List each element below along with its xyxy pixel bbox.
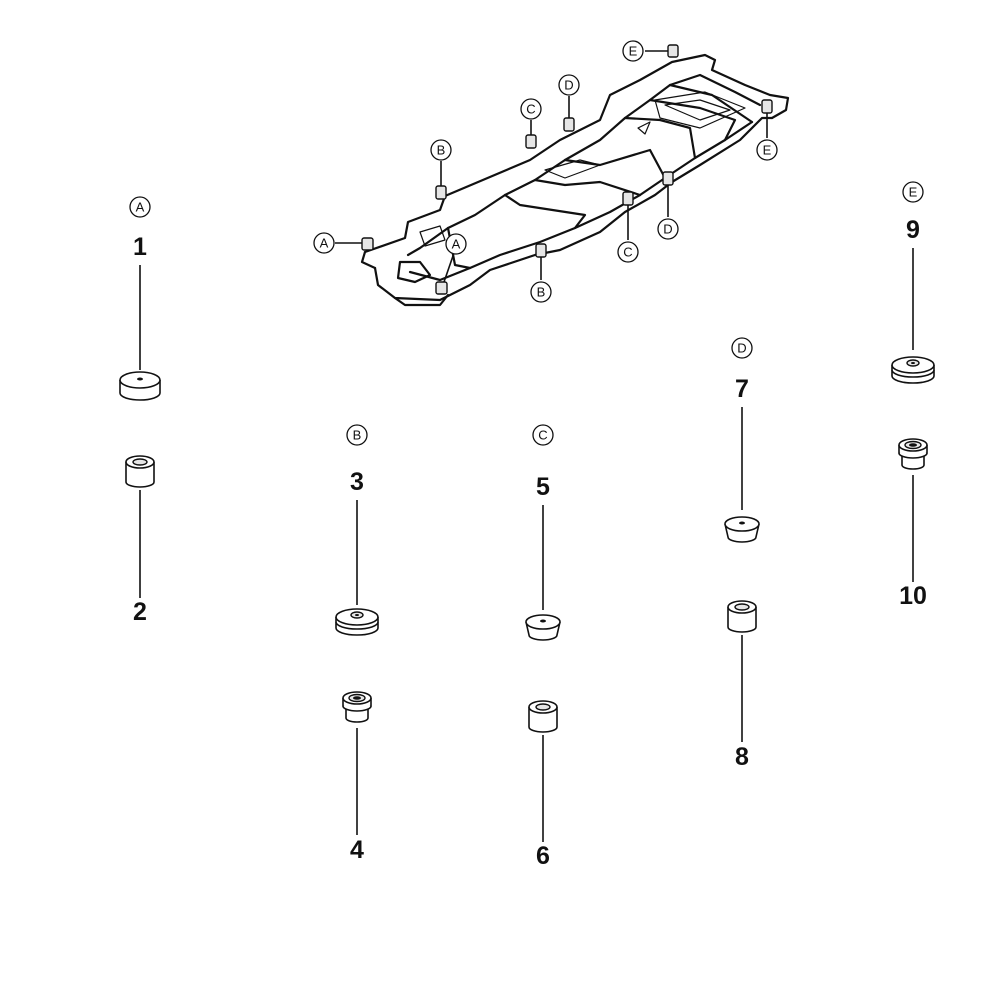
upper-cushion-icon <box>724 516 760 543</box>
mount-point-icon <box>525 134 537 149</box>
svg-text:E: E <box>909 185 918 200</box>
frame-callout-c: C <box>617 241 639 263</box>
svg-text:B: B <box>437 143 446 158</box>
frame-callout-b: B <box>530 281 552 303</box>
group-b: B 3 4 <box>335 424 379 864</box>
svg-text:A: A <box>452 237 461 252</box>
svg-text:D: D <box>564 78 573 93</box>
svg-text:D: D <box>737 341 746 356</box>
frame-callout-d: D <box>657 218 679 240</box>
frame-callout-a: A <box>445 233 467 255</box>
group-letter: C <box>532 424 554 446</box>
mount-point-icon <box>435 281 448 295</box>
lower-cushion-icon <box>727 600 757 633</box>
lower-cushion-icon <box>528 700 558 733</box>
group-c: C 5 6 <box>525 424 561 870</box>
part-number: 3 <box>350 468 364 496</box>
frame-callout-leaders <box>335 50 768 283</box>
svg-text:D: D <box>663 222 672 237</box>
part-number: 8 <box>735 743 749 771</box>
svg-text:E: E <box>629 44 638 59</box>
chassis-frame-icon <box>360 53 790 307</box>
group-e: E 9 10 <box>891 181 935 610</box>
svg-text:C: C <box>623 245 632 260</box>
frame-callout-c: C <box>520 98 542 120</box>
mount-point-icon <box>662 171 674 186</box>
svg-text:B: B <box>537 285 546 300</box>
frame-callout-e: E <box>756 139 778 161</box>
mount-point-icon <box>535 243 547 258</box>
group-letter: E <box>902 181 924 203</box>
part-number: 9 <box>906 216 920 244</box>
upper-cushion-icon <box>119 371 161 401</box>
frame-callouts: A A B B C C D D E E <box>313 40 778 303</box>
lower-cushion-icon <box>898 438 928 470</box>
upper-cushion-icon <box>525 614 561 641</box>
part-number: 7 <box>735 375 749 403</box>
part-groups: A 1 2 B 3 4 C 5 6 D 7 8 E 9 10 <box>119 181 935 870</box>
part-number: 1 <box>133 233 147 261</box>
group-letter: B <box>346 424 368 446</box>
mount-point-icon <box>667 44 679 58</box>
mount-point-icon <box>563 117 575 132</box>
part-number: 6 <box>536 842 550 870</box>
svg-text:A: A <box>136 200 145 215</box>
part-number: 5 <box>536 473 550 501</box>
frame-callout-e: E <box>622 40 644 62</box>
upper-cushion-icon <box>335 608 379 636</box>
mount-point-icon <box>761 99 773 114</box>
svg-text:C: C <box>526 102 535 117</box>
frame-callout-a: A <box>313 232 335 254</box>
lower-cushion-icon <box>342 691 372 723</box>
svg-text:B: B <box>353 428 362 443</box>
mount-point-icon <box>361 237 374 251</box>
svg-text:C: C <box>538 428 547 443</box>
mount-point-icon <box>622 191 634 206</box>
lower-cushion-icon <box>125 455 155 488</box>
part-number: 4 <box>350 836 364 864</box>
part-number: 2 <box>133 598 147 626</box>
frame-callout-d: D <box>558 74 580 96</box>
upper-cushion-icon <box>891 356 935 384</box>
part-number: 10 <box>899 582 927 610</box>
svg-text:A: A <box>320 236 329 251</box>
group-letter: D <box>731 337 753 359</box>
group-d: D 7 8 <box>724 337 760 771</box>
group-letter: A <box>129 196 151 218</box>
frame-callout-b: B <box>430 139 452 161</box>
group-a: A 1 2 <box>119 196 161 626</box>
svg-text:E: E <box>763 143 772 158</box>
mount-point-icon <box>435 185 447 200</box>
